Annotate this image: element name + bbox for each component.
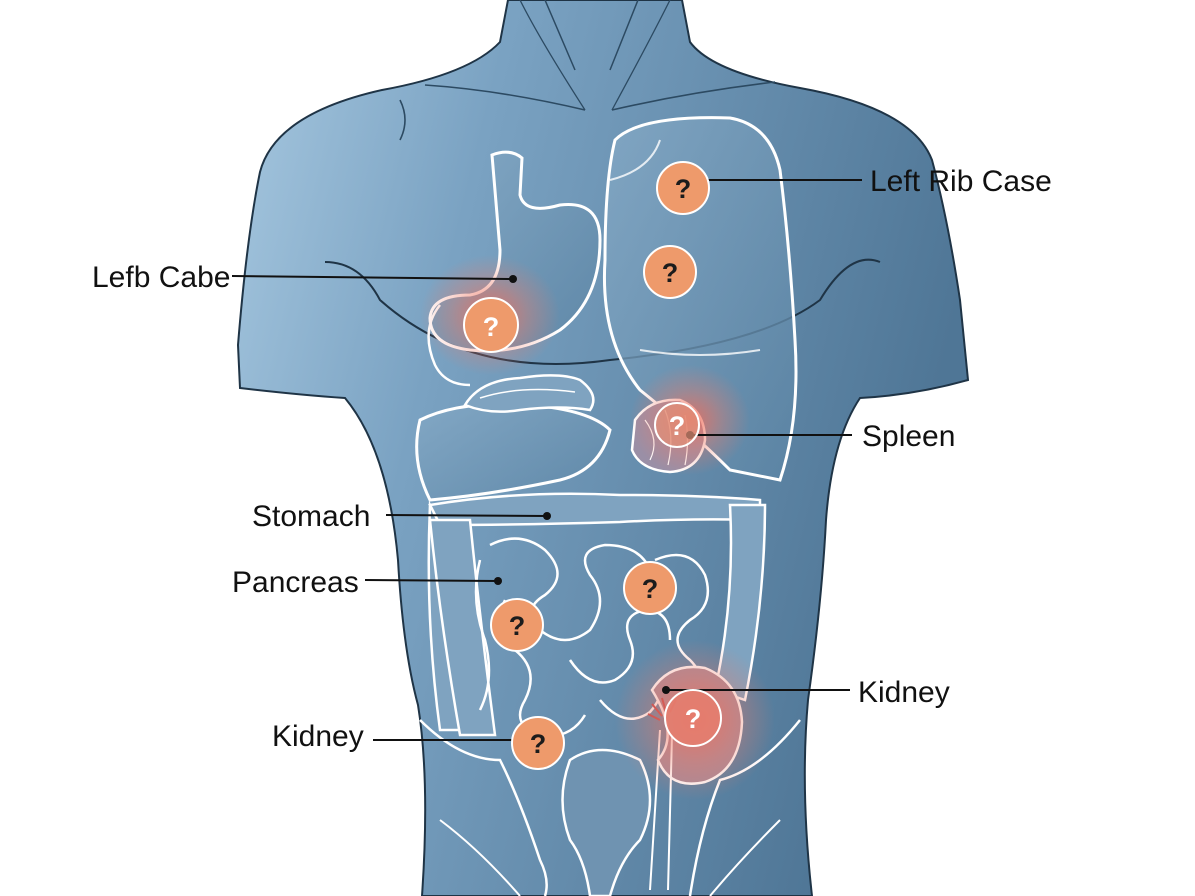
question-marker-8: ?: [511, 716, 565, 770]
question-marker-2: ?: [643, 245, 697, 299]
leader-lines: [231, 179, 862, 741]
label-stomach: Stomach: [252, 500, 370, 533]
question-marker-1: ?: [656, 161, 710, 215]
marker-symbol: ?: [662, 258, 679, 288]
question-marker-7: ?: [664, 689, 722, 747]
label-lefb-cabe: Lefb Cabe: [92, 261, 230, 294]
marker-symbol: ?: [675, 174, 692, 204]
small-intestine: [474, 537, 710, 738]
label-left-rib-case: Left Rib Case: [870, 165, 1052, 198]
marker-symbol: ?: [530, 729, 547, 759]
label-spleen: Spleen: [862, 420, 955, 453]
label-kidney-right: Kidney: [858, 676, 950, 709]
label-kidney-left: Kidney: [272, 720, 364, 753]
question-marker-6: ?: [490, 598, 544, 652]
marker-symbol: ?: [685, 704, 702, 734]
marker-symbol: ?: [669, 411, 686, 441]
question-marker-4: ?: [654, 402, 700, 448]
question-marker-3: ?: [463, 297, 519, 353]
question-marker-5: ?: [623, 561, 677, 615]
marker-symbol: ?: [509, 611, 526, 641]
marker-symbol: ?: [483, 312, 500, 342]
pancreas-organ: [463, 374, 595, 413]
label-pancreas: Pancreas: [232, 566, 359, 599]
marker-symbol: ?: [642, 574, 659, 604]
